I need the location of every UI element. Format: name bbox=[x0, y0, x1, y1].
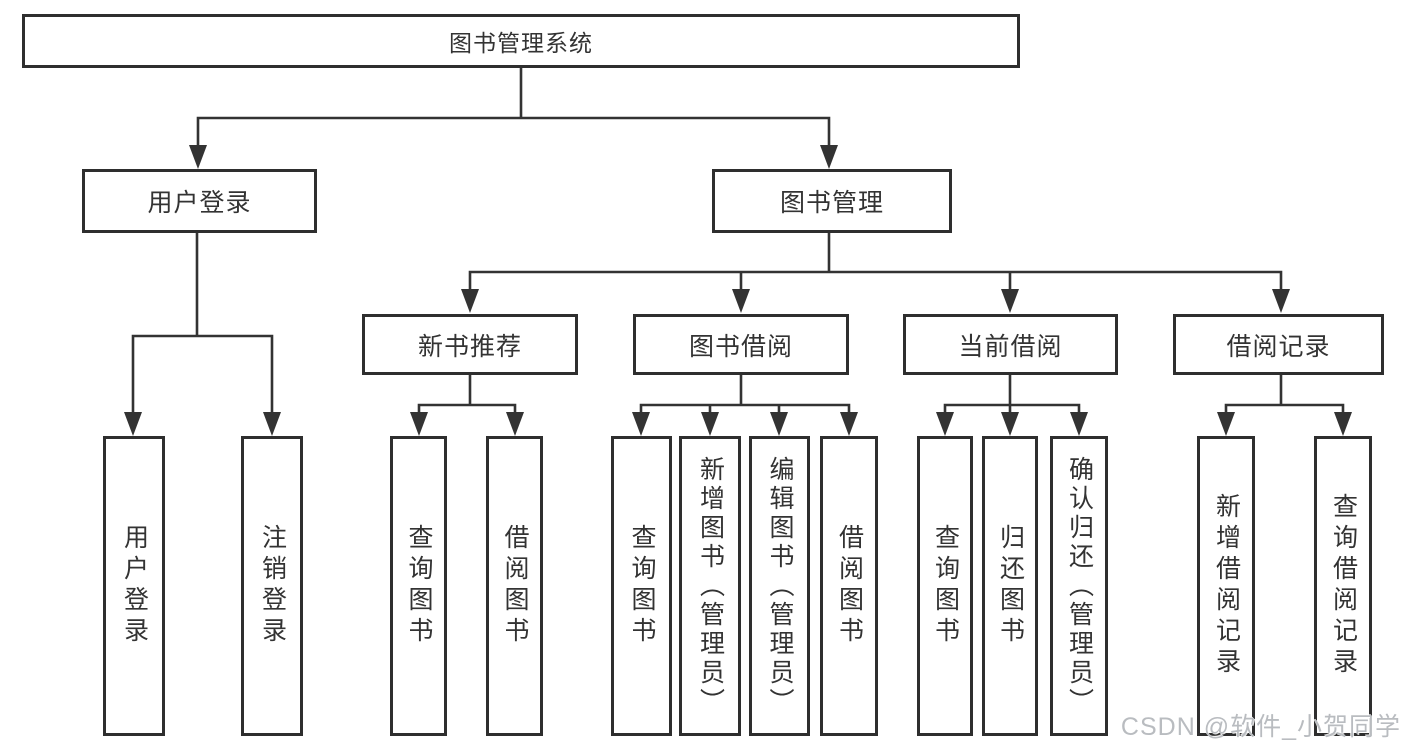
leaf-query-books-recommend-label: 查询图书 bbox=[405, 524, 433, 648]
node-library-system: 图书管理系统 bbox=[22, 14, 1020, 68]
leaf-query-borrow-record: 查询借阅记录 bbox=[1314, 436, 1372, 736]
leaf-user-login: 用户登录 bbox=[103, 436, 165, 736]
leaf-borrow-books-label: 借阅图书 bbox=[835, 524, 864, 648]
node-new-book-recommend: 新书推荐 bbox=[362, 314, 578, 375]
node-book-management-label: 图书管理 bbox=[779, 189, 884, 217]
leaf-query-borrow-record-label: 查询借阅记录 bbox=[1329, 493, 1358, 679]
leaf-add-borrow-record-label: 新增借阅记录 bbox=[1212, 493, 1241, 679]
leaf-confirm-return-admin-label: 确认归还（管理员） bbox=[1065, 455, 1094, 717]
node-book-borrow: 图书借阅 bbox=[633, 314, 849, 375]
node-book-management: 图书管理 bbox=[712, 169, 952, 233]
leaf-edit-books-admin-label: 编辑图书（管理员） bbox=[766, 455, 794, 717]
leaf-add-books-admin: 新增图书（管理员） bbox=[679, 436, 741, 736]
node-borrow-records-label: 借阅记录 bbox=[1226, 332, 1331, 361]
leaf-query-books-borrow-label: 查询图书 bbox=[628, 524, 656, 648]
leaf-logout: 注销登录 bbox=[241, 436, 303, 736]
leaf-confirm-return-admin: 确认归还（管理员） bbox=[1050, 436, 1108, 736]
node-book-borrow-label: 图书借阅 bbox=[688, 332, 793, 361]
leaf-query-books-current-label: 查询图书 bbox=[931, 524, 960, 648]
leaf-add-books-admin-label: 新增图书（管理员） bbox=[696, 455, 725, 717]
leaf-return-books-label: 归还图书 bbox=[996, 524, 1025, 648]
leaf-edit-books-admin: 编辑图书（管理员） bbox=[749, 436, 810, 736]
node-current-borrow-label: 当前借阅 bbox=[958, 332, 1063, 361]
watermark: CSDN @软件_小贺同学 bbox=[1120, 713, 1401, 741]
leaf-borrow-books-recommend: 借阅图书 bbox=[486, 436, 543, 736]
leaf-user-login-label: 用户登录 bbox=[120, 524, 149, 648]
node-library-system-label: 图书管理系统 bbox=[449, 30, 593, 56]
leaf-query-books-current: 查询图书 bbox=[917, 436, 973, 736]
leaf-add-borrow-record: 新增借阅记录 bbox=[1197, 436, 1255, 736]
leaf-borrow-books: 借阅图书 bbox=[820, 436, 878, 736]
leaf-return-books: 归还图书 bbox=[982, 436, 1038, 736]
leaf-query-books-recommend: 查询图书 bbox=[390, 436, 447, 736]
node-user-login: 用户登录 bbox=[82, 169, 317, 233]
leaf-query-books-borrow: 查询图书 bbox=[611, 436, 672, 736]
leaf-borrow-books-recommend-label: 借阅图书 bbox=[501, 524, 529, 648]
node-user-login-label: 用户登录 bbox=[147, 189, 252, 217]
node-current-borrow: 当前借阅 bbox=[903, 314, 1118, 375]
node-new-book-recommend-label: 新书推荐 bbox=[417, 332, 522, 361]
leaf-logout-label: 注销登录 bbox=[258, 524, 287, 648]
node-borrow-records: 借阅记录 bbox=[1173, 314, 1384, 375]
